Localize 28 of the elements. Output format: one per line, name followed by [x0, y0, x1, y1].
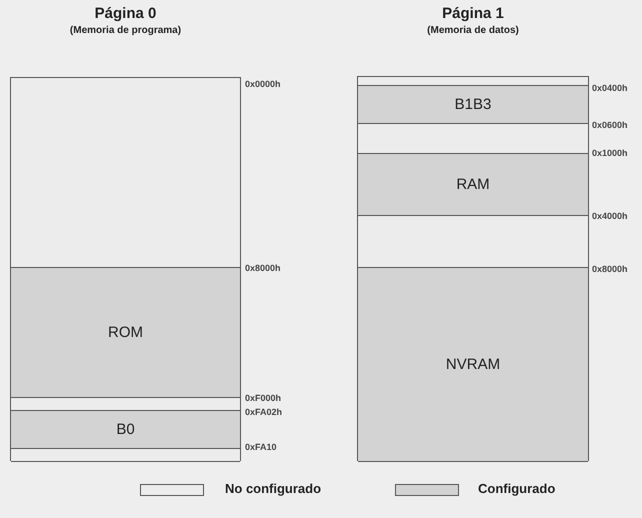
- segment-label: B0: [116, 421, 135, 438]
- address-label: 0x8000h: [592, 264, 628, 274]
- address-label: 0x0400h: [592, 83, 628, 93]
- legend-text: No configurado: [225, 481, 322, 496]
- memory-segment: [11, 411, 240, 449]
- memory-map-column: [10, 5, 241, 461]
- address-label: 0xF000h: [245, 393, 282, 403]
- segment-label: NVRAM: [446, 356, 500, 373]
- segment-label: ROM: [108, 324, 143, 341]
- segment-label: RAM: [456, 176, 490, 193]
- column-heading: Página 0: [94, 5, 158, 22]
- column-subheading: (Memoria de programa): [68, 25, 182, 36]
- address-label: 0x0000h: [245, 79, 281, 89]
- address-label: 0x4000h: [592, 211, 628, 221]
- address-label: 0x1000h: [592, 148, 628, 158]
- address-label: 0x0600h: [592, 120, 628, 130]
- memory-segment: [358, 268, 588, 462]
- memory-segment: [358, 154, 588, 216]
- memory-segment: [358, 86, 588, 124]
- address-label: 0xFA02h: [245, 407, 282, 417]
- legend-text: Configurado: [478, 481, 556, 496]
- column-heading: Página 1: [441, 5, 505, 22]
- address-label: 0xFA10: [245, 442, 277, 452]
- memory-segment: [11, 268, 240, 398]
- column-subheading: (Memoria de datos): [426, 25, 520, 36]
- segment-label: B1B3: [454, 96, 492, 113]
- address-label: 0x8000h: [245, 263, 281, 273]
- memory-map-column: [357, 5, 589, 461]
